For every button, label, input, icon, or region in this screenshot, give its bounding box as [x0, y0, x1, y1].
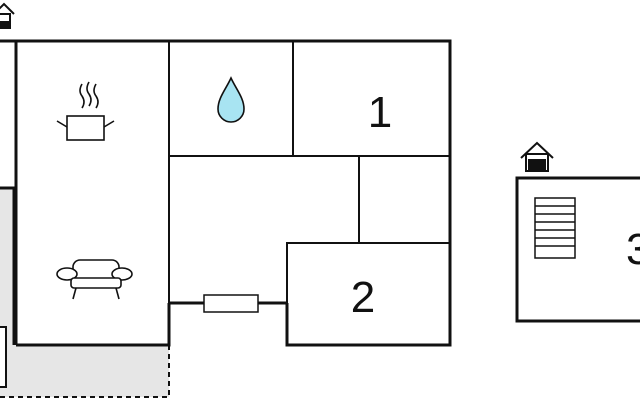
terrace: [0, 188, 170, 398]
room-2-label: 2: [351, 273, 375, 322]
room-1-label: 1: [368, 88, 392, 137]
sofa-icon: [56, 259, 133, 300]
house-icon: [520, 141, 554, 172]
house-icon: [0, 2, 15, 29]
interior-walls: [168, 41, 450, 303]
room-3-label: 3: [626, 225, 640, 274]
stairs-icon: [534, 197, 576, 259]
outdoor-box: [0, 326, 7, 388]
annex-building-walls: [515, 176, 640, 323]
cooking-pot-icon: [56, 81, 115, 141]
door-icon: [203, 294, 259, 313]
water-drop-icon: [217, 76, 245, 123]
